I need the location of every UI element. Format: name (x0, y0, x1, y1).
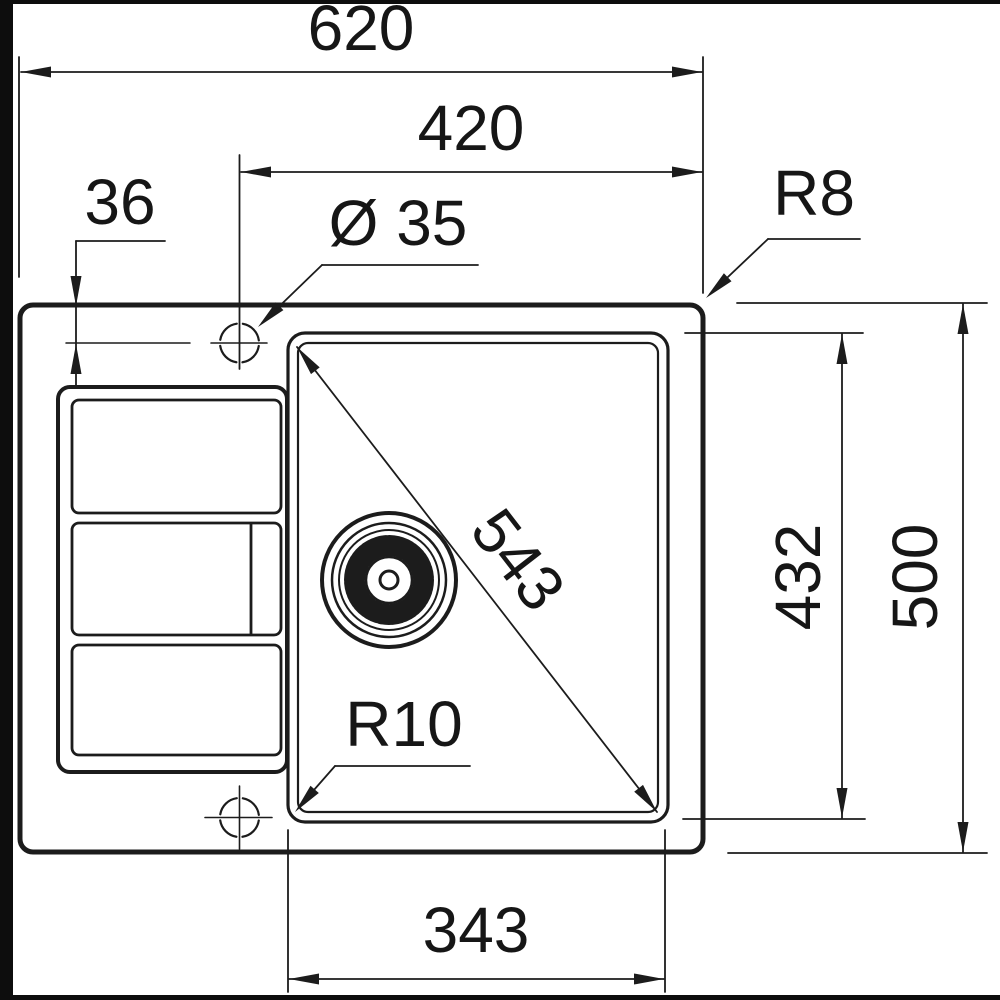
top-edge-bar (0, 0, 1000, 4)
arrow-r10-leader (295, 785, 319, 812)
bottom-edge-bar (0, 995, 1000, 1000)
dim-line-543 (296, 346, 658, 813)
dim-36-label: 36 (84, 166, 155, 238)
drainboard-rib-top (70, 398, 283, 515)
dim-432-label: 432 (762, 524, 834, 631)
faucet-hole-bottom-optional (204, 785, 273, 850)
drainboard-rib-bottom (70, 643, 283, 757)
dim-r8-label: R8 (773, 157, 855, 229)
arrow-r8-leader (706, 273, 732, 298)
arrow-343-left (289, 973, 319, 985)
sink-outer-outline (17, 302, 706, 855)
arrow-36-down (70, 276, 82, 306)
arrow-500-up (957, 304, 969, 334)
dim-500-label: 500 (879, 524, 951, 631)
basin-inner-rim (296, 341, 660, 814)
arrow-420-right (672, 166, 702, 178)
drain-ring-3 (338, 529, 440, 631)
drain-center-hole (378, 569, 400, 591)
drainboard-outline (56, 385, 289, 774)
dim-620-label: 620 (308, 0, 415, 64)
dim-r10-label: R10 (345, 688, 462, 760)
arrow-420-left (241, 166, 271, 178)
arrow-620-right (672, 66, 702, 78)
drain-outer-ring (320, 511, 458, 649)
drainboard-rib-middle (70, 521, 283, 637)
arrow-dia35-leader (258, 302, 284, 327)
dim-dia35-label: Ø 35 (329, 187, 468, 259)
arrow-500-down (957, 822, 969, 852)
drain-ring-2 (330, 521, 448, 639)
faucet-hole-top (65, 322, 268, 364)
left-edge-bar (0, 0, 13, 1000)
arrow-343-right (634, 973, 664, 985)
drain-strainer (320, 511, 458, 649)
drain-spoke-ring (344, 535, 434, 625)
arrow-36-up (70, 344, 82, 374)
dim-420-label: 420 (418, 92, 525, 164)
arrowheads (21, 66, 969, 985)
arrow-432-down (836, 788, 848, 818)
dimension-lines (18, 56, 988, 993)
arrow-432-up (836, 334, 848, 364)
dim-343-label: 343 (423, 894, 530, 966)
arrow-543-bottomright (634, 784, 657, 812)
arrow-543-topleft (297, 347, 320, 375)
arrow-620-left (21, 66, 51, 78)
dim-543-label: 543 (457, 495, 579, 624)
